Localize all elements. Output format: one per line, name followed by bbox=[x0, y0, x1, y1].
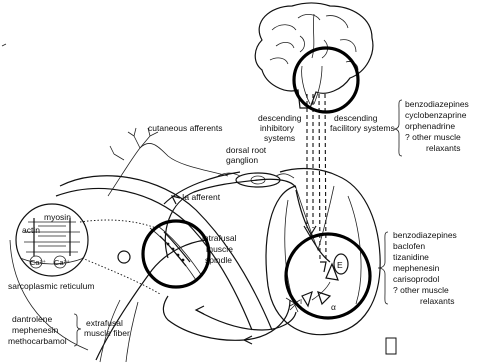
muscle-fiber-cross-section bbox=[118, 251, 130, 263]
intrafusal-spindle bbox=[150, 226, 202, 280]
drug-supraspinal-2: orphenadrine bbox=[405, 121, 455, 131]
drug-list-spinal: benzodiazepines baclofen tizanidine meph… bbox=[393, 230, 457, 306]
empty-square-icon bbox=[386, 338, 396, 354]
drug-supraspinal-1: cyclobenzaprine bbox=[405, 110, 467, 120]
label-i-marker: I bbox=[300, 297, 302, 306]
calcium-markers: Ca²⁺ Ca²⁺ bbox=[30, 256, 70, 268]
label-dorsal-root: dorsal root bbox=[226, 145, 267, 155]
drug-list-peripheral: dantrolene mephenesin methocarbamol bbox=[8, 314, 67, 346]
drug-spinal-4: carisoprodol bbox=[393, 274, 439, 284]
drug-peripheral-1: mephenesin bbox=[12, 325, 59, 335]
highlight-ring-spinal-cord bbox=[286, 234, 370, 318]
drug-peripheral-0: dantrolene bbox=[12, 314, 52, 324]
label-sarcoplasmic-reticulum: sarcoplasmic reticulum bbox=[8, 281, 94, 291]
label-e-marker: E bbox=[337, 260, 343, 270]
label-extrafusal-fiber: extrafusal muscle fiber bbox=[84, 318, 130, 338]
drug-peripheral-2: methocarbamol bbox=[8, 336, 67, 346]
drug-spinal-5: ? other muscle bbox=[393, 285, 449, 295]
gamma-efferent-fiber bbox=[196, 310, 296, 330]
label-descending-facilitory: descending facilitory systems bbox=[330, 113, 395, 133]
svg-text:extrafusal: extrafusal bbox=[86, 318, 123, 328]
svg-text:descending: descending bbox=[258, 113, 302, 123]
edge-mark bbox=[2, 44, 6, 46]
svg-text:inhibitory: inhibitory bbox=[260, 123, 295, 133]
label-myosin: myosin bbox=[44, 212, 71, 222]
drug-spinal-3: mephenesin bbox=[393, 263, 440, 273]
drug-supraspinal-0: benzodiazepines bbox=[405, 99, 469, 109]
drug-supraspinal-3: ? other muscle bbox=[405, 132, 461, 142]
drug-spinal-0: benzodiazepines bbox=[393, 230, 457, 240]
svg-text:descending: descending bbox=[334, 113, 378, 123]
motor-efferent-fiber bbox=[163, 296, 290, 340]
cutaneous-afferent-nerve bbox=[108, 128, 228, 196]
inset-connector-top bbox=[80, 220, 156, 228]
label-ganglion: ganglion bbox=[226, 155, 258, 165]
drug-spinal-1: baclofen bbox=[393, 241, 425, 251]
label-ia-afferent: Ia afferent bbox=[182, 192, 221, 202]
label-alpha-marker: α bbox=[331, 302, 336, 312]
drug-spinal-6: relaxants bbox=[420, 296, 455, 306]
label-ca-right: Ca²⁺ bbox=[54, 258, 70, 267]
svg-text:muscle fiber: muscle fiber bbox=[84, 328, 130, 338]
label-cutaneous-afferents: cutaneous afferents bbox=[148, 123, 223, 133]
label-descending-inhibitory: descending inhibitory systems bbox=[258, 113, 302, 143]
brace-peripheral bbox=[74, 314, 81, 346]
drug-list-supraspinal: benzodiazepines cyclobenzaprine orphenad… bbox=[405, 99, 469, 153]
svg-text:systems: systems bbox=[264, 133, 295, 143]
svg-text:facilitory systems: facilitory systems bbox=[330, 123, 395, 133]
drug-spinal-2: tizanidine bbox=[393, 252, 429, 262]
brace-spinal bbox=[378, 232, 388, 304]
drug-supraspinal-4: relaxants bbox=[426, 143, 461, 153]
label-ca-left: Ca²⁺ bbox=[30, 258, 46, 267]
brace-supraspinal bbox=[394, 100, 402, 156]
label-actin: actin bbox=[22, 225, 40, 235]
